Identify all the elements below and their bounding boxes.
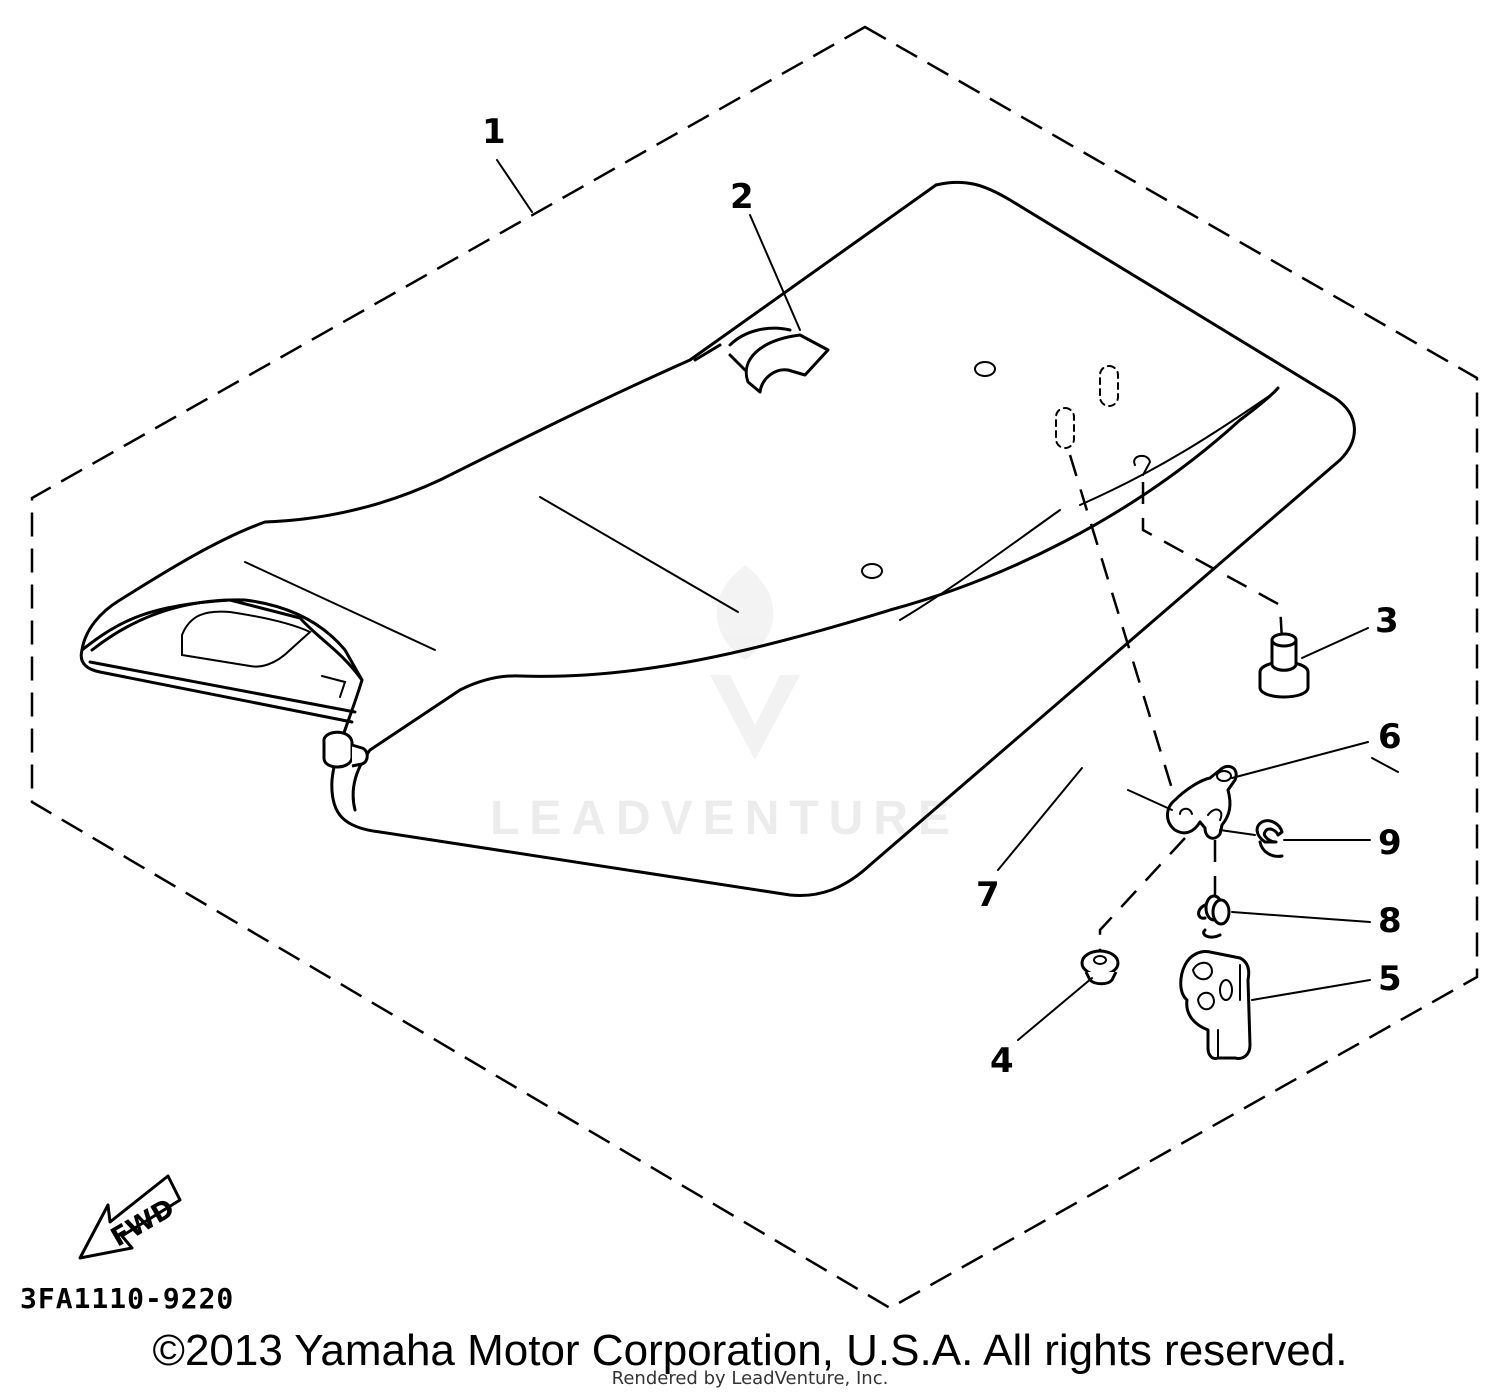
leadventure-logo-icon (710, 565, 800, 760)
assembly-boundary (30, 25, 1479, 1310)
callout-9: 9 (1378, 823, 1402, 863)
leadventure-watermark: LEADVENTURE (490, 565, 960, 845)
part-7-screw-drawing (322, 730, 1399, 773)
leader-lines (496, 159, 1371, 1041)
copyright-notice: ©2013 Yamaha Motor Corporation, U.S.A. A… (152, 1326, 1348, 1375)
part-6-hook (1166, 764, 1238, 840)
assembly-path-4 (1098, 837, 1186, 950)
callout-4: 4 (990, 1041, 1014, 1081)
part-9-clip (1255, 819, 1284, 858)
callout-1: 1 (482, 112, 506, 152)
part-8-spring (1197, 894, 1231, 939)
callout-6: 6 (1378, 717, 1402, 757)
assembly-path-6 (1068, 454, 1182, 816)
diagram-part-number: 3FA1110-9220 (20, 1282, 234, 1315)
part-4-grommet (1080, 949, 1120, 986)
callout-8: 8 (1378, 901, 1402, 941)
rendered-by-credit: Rendered by LeadVenture, Inc. (611, 1368, 889, 1389)
callout-7: 7 (976, 875, 1000, 915)
callout-3: 3 (1375, 601, 1399, 641)
fwd-label: FWD (106, 1193, 180, 1253)
seat-illustration (79, 180, 1356, 898)
callout-2: 2 (730, 177, 754, 217)
part-3-damper (1258, 632, 1310, 699)
callout-5: 5 (1378, 959, 1402, 999)
assembly-path-3 (1141, 482, 1284, 641)
part-5-latch (1179, 950, 1252, 1060)
forward-arrow-icon: FWD (78, 1174, 182, 1260)
watermark-text: LEADVENTURE (490, 792, 960, 845)
